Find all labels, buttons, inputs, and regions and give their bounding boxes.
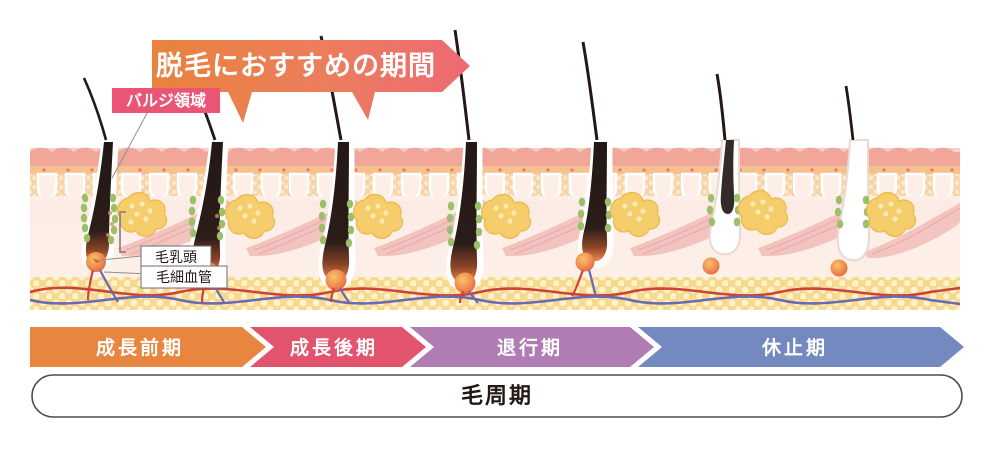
dermal-papilla <box>325 269 347 291</box>
hair-above-skin <box>715 73 727 141</box>
hair-above-skin <box>82 77 108 141</box>
phase-arrow-anagen-late-label: 成長後期 <box>290 336 378 359</box>
club-hair <box>720 140 735 214</box>
bulge-region-cells <box>446 201 483 250</box>
capillary-callout-text: 毛細血管 <box>156 270 212 286</box>
phase-arrow-anagen-early-shape <box>30 327 266 367</box>
follicle-anagen-early-1 <box>80 76 168 303</box>
sebaceous-gland <box>737 190 789 235</box>
bulge-region-cells <box>80 193 119 245</box>
phase-arrow-telogen-label: 休止期 <box>761 337 828 359</box>
follicle-catagen-2 <box>702 73 789 275</box>
follicle-anagen-late-1 <box>318 35 404 303</box>
bulge-region-cells <box>318 199 355 248</box>
artery <box>329 287 336 303</box>
hair-cycle-bar-label: 毛周期 <box>461 384 533 409</box>
banner-label: 脱毛におすすめの期間 <box>156 51 436 82</box>
artery <box>86 269 95 301</box>
bulge-leader-line <box>111 103 153 179</box>
detached-dermal-papilla <box>702 257 720 275</box>
follicle-anagen-late-2 <box>446 29 532 304</box>
hair-above-skin <box>453 29 471 141</box>
phase-arrow-anagen-late-shape <box>250 327 426 367</box>
follicle-catagen-1 <box>571 41 661 297</box>
sebaceous-gland <box>224 194 276 239</box>
dermal-papilla-callout: 毛乳頭 <box>140 245 212 269</box>
artery <box>571 269 585 297</box>
dermal-papilla <box>575 252 595 272</box>
vein <box>339 287 350 303</box>
capillary-callout: 毛細血管 <box>140 265 228 289</box>
banner-shape <box>152 40 470 123</box>
bulge-bracket <box>119 211 126 253</box>
bulge-region-label-text: バルジ領域 <box>126 91 206 110</box>
phase-arrow-anagen-early[interactable]: 成長前期 <box>30 327 266 367</box>
phase-arrow-catagen-shape <box>410 327 654 367</box>
phase-arrow-anagen-late[interactable]: 成長後期 <box>250 327 426 367</box>
sebaceous-gland <box>352 194 404 239</box>
phase-arrow-catagen-label: 退行期 <box>497 336 563 359</box>
sebaceous-gland <box>480 194 532 239</box>
detached-dermal-papilla <box>830 259 848 277</box>
granular-band <box>30 166 960 175</box>
follicle-telogen <box>830 85 917 277</box>
vein <box>99 269 119 303</box>
sebaceous-gland <box>116 192 168 237</box>
bulge-region-cells <box>577 197 613 233</box>
hair-above-skin <box>844 85 855 141</box>
papilla-leader-line <box>99 255 143 261</box>
artery <box>458 290 465 304</box>
bulge-region-cells <box>188 195 226 241</box>
blood-vessels-horizontal <box>30 286 960 306</box>
hair-above-skin <box>581 41 599 141</box>
phase-arrow-telogen[interactable]: 休止期 <box>638 327 964 367</box>
sebaceous-gland <box>609 192 661 237</box>
phase-arrow-telogen-shape <box>638 327 964 367</box>
hair-cycle-bar-shape <box>31 374 963 418</box>
vein <box>587 269 598 297</box>
dermal-papilla-callout-text: 毛乳頭 <box>155 250 197 266</box>
bulge-region-label: バルジ領域 <box>112 88 220 113</box>
dermal-papilla <box>454 272 476 294</box>
phase-arrow-catagen[interactable]: 退行期 <box>410 327 654 367</box>
follicle-anagen-early-2 <box>185 68 276 303</box>
sebaceous-gland <box>865 192 917 237</box>
vein <box>468 290 479 304</box>
phase-arrow-anagen-early-label: 成長前期 <box>96 336 184 359</box>
